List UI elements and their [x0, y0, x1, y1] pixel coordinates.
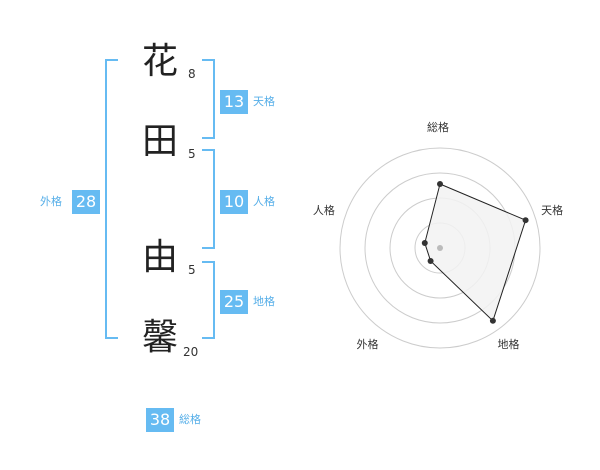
name-char-3: 由 [142, 237, 179, 278]
radar-axis-label-2: 天格 [541, 203, 564, 217]
radar-series-area [424, 183, 527, 322]
tenkaku-label: 天格 [253, 95, 275, 108]
jinkaku-label: 人格 [253, 195, 275, 208]
gaikaku-label: 外格 [40, 195, 62, 208]
name-char-4: 馨 [142, 317, 179, 358]
jinkaku-badge: 10 [220, 190, 248, 214]
gaikaku-badge: 28 [72, 190, 100, 214]
chikaku-bracket [202, 261, 215, 339]
gaikaku-bracket [105, 59, 118, 339]
soukaku-label: 総格 [179, 413, 201, 426]
radar-point-4 [427, 257, 434, 264]
stroke-count-1: 8 [188, 67, 196, 81]
chikaku-label: 地格 [253, 295, 275, 308]
radar-axis-label-4: 外格 [356, 338, 379, 352]
soukaku-badge: 38 [146, 408, 174, 432]
stroke-count-4: 20 [183, 345, 199, 359]
name-char-2: 田 [142, 121, 179, 162]
jinkaku-bracket [202, 149, 215, 249]
radar-axis-label-1: 総格 [427, 121, 449, 134]
radar-grid-ring [339, 147, 541, 349]
name-char-1: 花 [142, 41, 179, 82]
radar-axis-label-3: 地格 [497, 338, 520, 352]
stroke-count-2: 5 [188, 147, 196, 161]
radar-point-5 [421, 240, 428, 247]
chikaku-badge: 25 [220, 290, 248, 314]
radar-center-dot [437, 245, 443, 251]
tenkaku-badge: 13 [220, 90, 248, 114]
tenkaku-bracket [202, 59, 215, 139]
radar-point-1 [437, 181, 443, 187]
radar-axis-label-5: 人格 [312, 203, 335, 217]
radar-point-3 [489, 317, 496, 324]
radar-point-2 [522, 217, 529, 224]
stroke-count-3: 5 [188, 263, 196, 277]
